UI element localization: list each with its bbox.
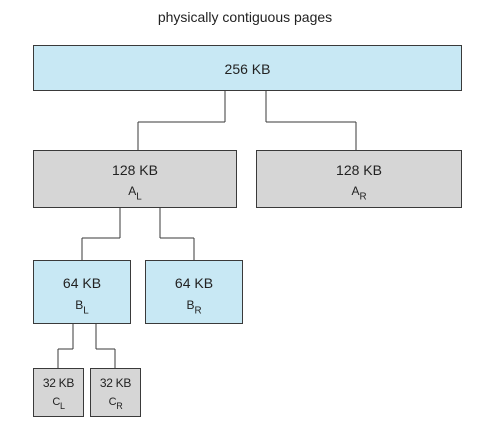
block-a-left: 128 KB AL: [33, 150, 237, 208]
block-label: BR: [146, 295, 242, 317]
block-b-left: 64 KB BL: [33, 260, 131, 324]
block-label-letter: C: [52, 396, 60, 408]
block-c-right: 32 KB CR: [90, 368, 141, 417]
block-size: 32 KB: [99, 376, 132, 390]
block-label-letter: A: [128, 184, 137, 198]
block-size: 64 KB: [62, 275, 102, 291]
block-label: CL: [34, 393, 83, 411]
block-size: 32 KB: [42, 376, 75, 390]
block-256kb: 256 KB: [33, 45, 462, 91]
block-c-left: 32 KB CL: [33, 368, 84, 417]
block-label-subscript: R: [116, 401, 123, 412]
block-label-subscript: L: [83, 305, 89, 317]
block-label-subscript: L: [59, 401, 65, 412]
block-label-letter: C: [108, 396, 117, 408]
block-b-right: 64 KB BR: [145, 260, 243, 324]
block-label: AL: [34, 181, 236, 203]
block-size: 256 KB: [224, 61, 271, 77]
block-label: AR: [257, 181, 461, 203]
block-label: CR: [91, 393, 140, 411]
block-label-letter: A: [351, 184, 360, 198]
diagram-title: physically contiguous pages: [157, 9, 333, 25]
block-size: 128 KB: [112, 162, 158, 178]
block-label-subscript: R: [194, 305, 202, 317]
block-label-subscript: L: [136, 191, 142, 203]
block-size: 64 KB: [174, 275, 214, 291]
block-label-letter: B: [75, 298, 84, 312]
block-a-right: 128 KB AR: [256, 150, 462, 208]
block-label: BL: [34, 295, 130, 317]
block-label-subscript: R: [359, 191, 367, 203]
block-size: 128 KB: [336, 162, 382, 178]
block-label-letter: B: [186, 298, 195, 312]
